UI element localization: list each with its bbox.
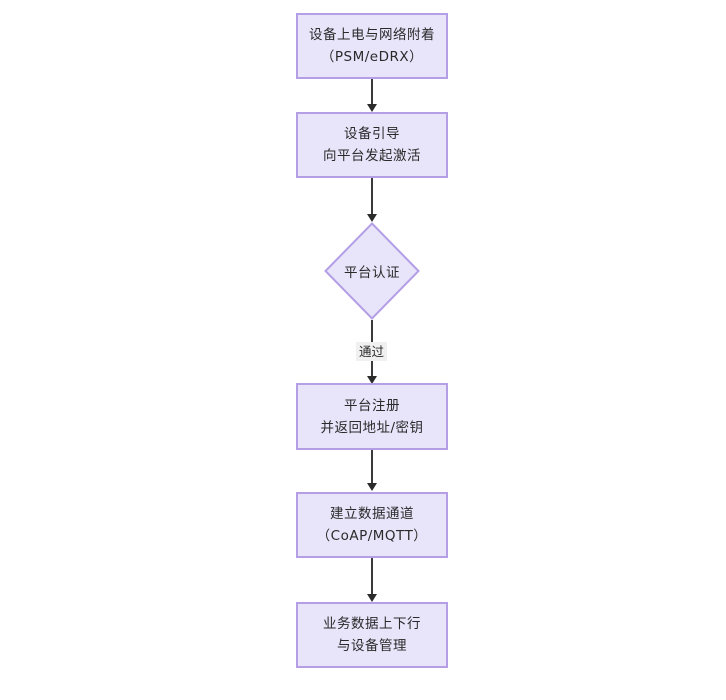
- flow-node-business-data[interactable]: 业务数据上下行 与设备管理: [296, 602, 448, 668]
- flow-edge-arrowhead-2: [367, 214, 377, 222]
- flow-node-device-power-on[interactable]: 设备上电与网络附着 （PSM/eDRX）: [296, 13, 448, 79]
- flow-node-platform-register[interactable]: 平台注册 并返回地址/密钥: [296, 383, 448, 450]
- flow-node-label-line2: 与设备管理: [337, 638, 407, 654]
- flow-node-label-line2: （CoAP/MQTT）: [316, 528, 428, 544]
- flow-node-label-line1: 建立数据通道: [330, 506, 414, 522]
- flow-edge-line-4: [371, 450, 373, 484]
- flow-edge-arrowhead-1: [367, 104, 377, 112]
- flow-node-data-channel[interactable]: 建立数据通道 （CoAP/MQTT）: [296, 492, 448, 558]
- flow-node-platform-auth[interactable]: 平台认证: [324, 222, 420, 320]
- flow-edge-line-2: [371, 178, 373, 215]
- flow-edge-arrowhead-5: [367, 594, 377, 602]
- flow-edge-label-pass: 通过: [356, 342, 388, 361]
- diamond-shape-icon: [324, 222, 420, 320]
- flow-node-label-line1: 平台认证: [344, 265, 400, 281]
- flow-node-label-line1: 平台注册: [344, 397, 400, 414]
- flow-node-device-bootstrap[interactable]: 设备引导 向平台发起激活: [296, 112, 448, 178]
- flow-edge-line-1: [371, 79, 373, 105]
- flow-edge-line-5: [371, 558, 373, 595]
- flow-edge-arrowhead-3: [367, 376, 377, 384]
- flow-edge-arrowhead-4: [367, 483, 377, 491]
- flow-node-label-line2: （PSM/eDRX）: [320, 49, 424, 65]
- flow-node-label-line1: 设备引导: [344, 126, 400, 142]
- flow-node-label-line2: 向平台发起激活: [323, 148, 421, 164]
- flow-node-label-line1: 设备上电与网络附着: [309, 27, 435, 43]
- flow-node-label-line1: 业务数据上下行: [323, 616, 421, 632]
- flow-node-label-line2: 并返回地址/密钥: [320, 419, 424, 436]
